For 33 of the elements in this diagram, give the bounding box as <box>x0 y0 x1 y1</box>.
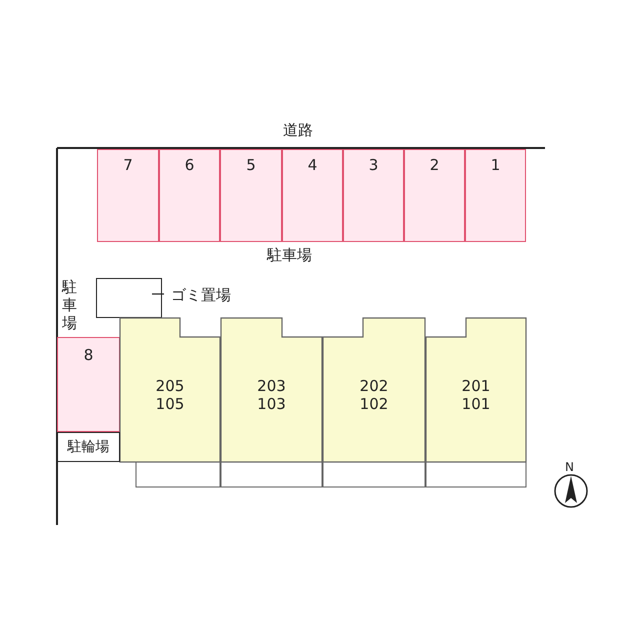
room-number: 102 <box>360 395 388 413</box>
room-number: 105 <box>156 395 184 413</box>
parking-space <box>465 149 526 242</box>
leader-line <box>152 293 164 295</box>
parking-space <box>57 337 120 432</box>
room-number: 203 <box>257 377 286 395</box>
room-number: 103 <box>257 395 286 413</box>
space-number: 1 <box>490 156 500 174</box>
area-label: ゴミ置場 <box>171 286 231 304</box>
space-number: 2 <box>430 156 440 174</box>
parking-lot-label: 駐車場 <box>62 278 77 332</box>
room-number: 202 <box>360 377 388 395</box>
north-label: N <box>565 460 574 474</box>
parking-space <box>220 149 282 242</box>
parking-space <box>97 149 159 242</box>
bicycle-parking-box <box>57 432 120 462</box>
parking-space <box>282 149 343 242</box>
room-number: 201 <box>462 377 490 395</box>
space-number: 6 <box>184 156 194 174</box>
area-label: 駐輪場 <box>68 438 110 456</box>
space-number: 7 <box>123 156 133 174</box>
parking-space <box>404 149 465 242</box>
road-label: 道路 <box>283 121 313 140</box>
parking-lot-label: 駐車場 <box>267 246 312 265</box>
space-number: 8 <box>84 346 94 364</box>
room-number: 101 <box>462 395 490 413</box>
parking-space <box>159 149 220 242</box>
room-number: 205 <box>156 377 184 395</box>
space-number: 3 <box>368 156 378 174</box>
space-number: 4 <box>308 156 318 174</box>
space-number: 5 <box>246 156 256 174</box>
garbage-area-box <box>96 278 162 318</box>
parking-space <box>343 149 404 242</box>
